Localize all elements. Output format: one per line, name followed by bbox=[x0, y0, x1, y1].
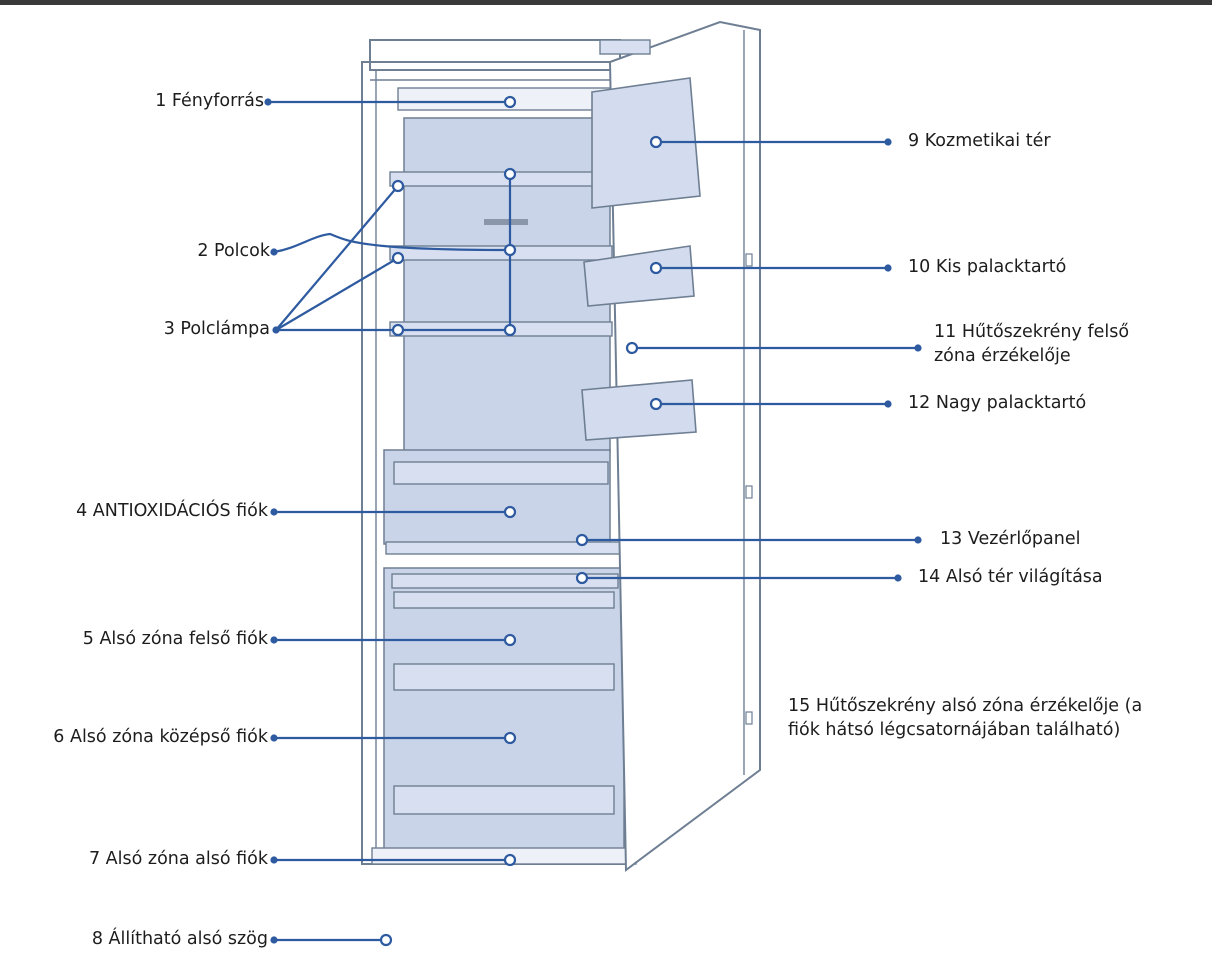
dot-label-3 bbox=[272, 326, 280, 334]
door-panel bbox=[608, 20, 761, 872]
door-latch-3 bbox=[745, 711, 753, 725]
dot-part-3c bbox=[391, 323, 405, 337]
dot-part-2c bbox=[503, 323, 517, 337]
lower-light-strip bbox=[391, 573, 619, 589]
label-1-light-source: 1 Fényforrás bbox=[155, 91, 264, 111]
leader-3a bbox=[275, 185, 399, 331]
label-5-lower-top-drawer: 5 Alsó zóna felső fiók bbox=[82, 629, 268, 649]
label-15-line-1: 15 Hűtőszekrény alsó zóna érzékelője (a bbox=[788, 696, 1143, 716]
dot-label-11 bbox=[914, 344, 922, 352]
door-hinge bbox=[599, 39, 651, 55]
label-8-adjustable-foot: 8 Állítható alsó szög bbox=[91, 929, 268, 949]
large-bottle-holder bbox=[581, 379, 697, 441]
label-11-line-1: 11 Hűtőszekrény felső bbox=[934, 322, 1130, 342]
leader-2 bbox=[273, 232, 511, 254]
leader-3b bbox=[275, 257, 399, 331]
dot-part-4 bbox=[503, 505, 517, 519]
cabinet-top-panel bbox=[369, 39, 621, 71]
upper-interior bbox=[403, 117, 611, 453]
dot-part-14 bbox=[575, 571, 589, 585]
dot-part-12 bbox=[649, 397, 663, 411]
dot-part-3a bbox=[391, 179, 405, 193]
dot-label-10 bbox=[884, 264, 892, 272]
drawer-6-handle bbox=[393, 663, 615, 691]
dot-part-2a bbox=[503, 167, 517, 181]
upper-compartment bbox=[389, 117, 613, 453]
label-dots bbox=[264, 98, 922, 944]
dot-label-1 bbox=[264, 98, 272, 106]
dot-label-12 bbox=[884, 400, 892, 408]
label-11-upper-zone-sensor: 11 Hűtőszekrény felső zóna érzékelője bbox=[934, 320, 1129, 368]
label-10-small-bottle-holder: 10 Kis palacktartó bbox=[908, 257, 1067, 277]
label-14-lower-lighting: 14 Alsó tér világítása bbox=[918, 567, 1103, 587]
label-2-shelves: 2 Polcok bbox=[197, 241, 270, 261]
fridge-door bbox=[581, 20, 761, 872]
top-border bbox=[0, 0, 1212, 5]
dot-label-7 bbox=[270, 856, 278, 864]
dot-label-8 bbox=[270, 936, 278, 944]
label-12-large-bottle-holder: 12 Nagy palacktartó bbox=[908, 393, 1087, 413]
dot-part-11 bbox=[625, 341, 639, 355]
dot-label-13 bbox=[914, 536, 922, 544]
label-7-lower-bottom-drawer: 7 Alsó zóna alsó fiók bbox=[88, 849, 268, 869]
dot-label-14 bbox=[894, 574, 902, 582]
part-dots bbox=[379, 95, 663, 947]
dot-part-3b bbox=[391, 251, 405, 265]
dot-part-6 bbox=[503, 731, 517, 745]
dot-part-8 bbox=[379, 933, 393, 947]
dot-part-7 bbox=[503, 853, 517, 867]
dot-part-2b bbox=[503, 243, 517, 257]
brand-plate bbox=[484, 219, 528, 225]
dot-part-13 bbox=[575, 533, 589, 547]
dot-part-5 bbox=[503, 633, 517, 647]
label-13-control-panel: 13 Vezérlőpanel bbox=[940, 529, 1081, 549]
drawer-4-handle bbox=[393, 461, 609, 485]
drawer-7-handle bbox=[393, 785, 615, 815]
dot-label-5 bbox=[270, 636, 278, 644]
lower-compartment bbox=[371, 567, 637, 865]
cosmetic-compartment bbox=[591, 77, 701, 209]
dot-part-10 bbox=[649, 261, 663, 275]
dot-part-1 bbox=[503, 95, 517, 109]
shelf-1 bbox=[389, 171, 613, 187]
dot-part-9 bbox=[649, 135, 663, 149]
label-4-antioxidation-drawer: 4 ANTIOXIDÁCIÓS fiók bbox=[76, 501, 268, 521]
dot-label-9 bbox=[884, 138, 892, 146]
door-latch-2 bbox=[745, 485, 753, 499]
door-latch-1 bbox=[745, 253, 753, 267]
dot-label-6 bbox=[270, 734, 278, 742]
dot-label-4 bbox=[270, 508, 278, 516]
label-6-lower-middle-drawer: 6 Alsó zóna középső fiók bbox=[53, 727, 268, 747]
label-11-line-2: zóna érzékelője bbox=[934, 346, 1071, 366]
light-housing bbox=[397, 87, 611, 111]
leader-lines bbox=[268, 100, 918, 942]
drawer-5-handle bbox=[393, 591, 615, 609]
label-15-lower-zone-sensor: 15 Hűtőszekrény alsó zóna érzékelője (a … bbox=[788, 694, 1142, 742]
label-9-cosmetic-compartment: 9 Kozmetikai tér bbox=[908, 131, 1051, 151]
dot-label-2 bbox=[270, 248, 278, 256]
small-bottle-holder bbox=[583, 245, 695, 307]
label-15-line-2: fiók hátsó légcsatornájában található) bbox=[788, 720, 1121, 740]
label-3-shelf-lamp: 3 Polclámpa bbox=[163, 319, 270, 339]
cabinet-base bbox=[371, 847, 637, 865]
